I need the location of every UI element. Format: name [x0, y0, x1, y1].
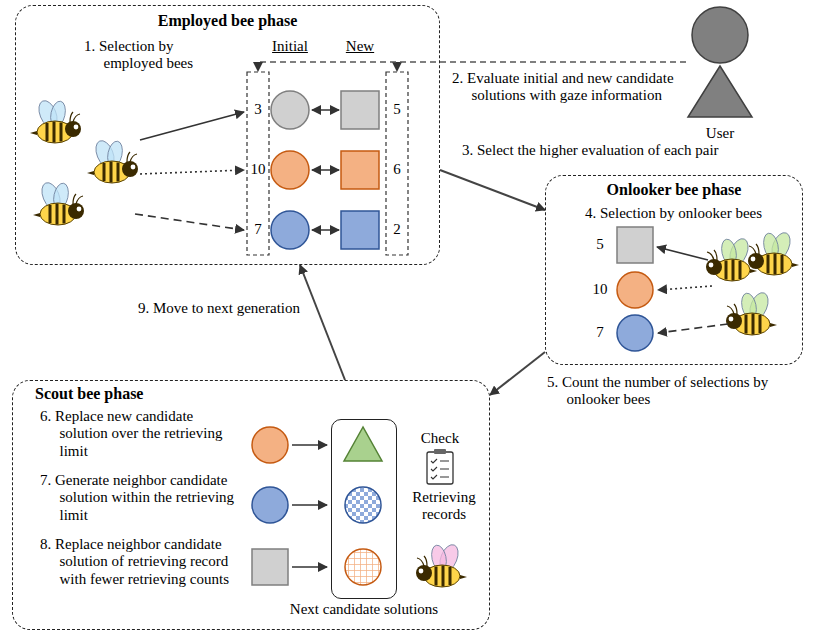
column-header: Initial — [272, 38, 308, 55]
onlooker-bees — [706, 230, 799, 335]
candidate-group: Next candidate solutions — [331, 419, 397, 599]
flow-arrow — [300, 265, 345, 380]
phase-title: Employed bee phase — [158, 12, 298, 30]
evaluation-score: 6 — [393, 161, 401, 178]
icon-label: Retrieving records — [404, 489, 484, 524]
selection-arrows — [135, 112, 244, 230]
node-label: Next candidate solutions — [290, 601, 438, 618]
step-label: 8. Replace neighbor candidate solution o… — [40, 536, 242, 588]
gaze-branch — [396, 62, 397, 71]
pair-arrows — [312, 110, 339, 230]
user-figure: User — [686, 4, 754, 142]
new-solutions — [341, 91, 379, 249]
checklist-icon — [427, 449, 453, 484]
user-icon — [686, 4, 754, 120]
selection-count: 5 — [596, 236, 604, 253]
initial-solutions — [271, 91, 309, 249]
scout-bee — [416, 542, 467, 587]
evaluation-score: 5 — [393, 101, 401, 118]
scout-arrows — [292, 445, 327, 567]
step-label: 7. Generate neighbor candidate solution … — [40, 472, 242, 524]
selection-count: 10 — [593, 281, 608, 298]
selection-count: 7 — [596, 324, 604, 341]
evaluation-score: 7 — [254, 221, 262, 238]
step-label: 1. Selection by employed bees — [84, 38, 236, 73]
evaluation-score: 2 — [393, 221, 401, 238]
edge-label: 5. Count the number of selections by onl… — [547, 374, 805, 409]
flow-arrow — [490, 352, 545, 395]
icon-label: Check — [421, 430, 459, 447]
step-label: 6. Replace new candidate solution over t… — [40, 408, 242, 460]
column-header: New — [346, 38, 374, 55]
phase-title: Scout bee phase — [35, 385, 143, 403]
edge-label: 3. Select the higher evaluation of each … — [462, 142, 719, 159]
scout-inputs — [252, 427, 288, 585]
flow-arrow — [258, 62, 686, 71]
evaluation-score: 10 — [251, 161, 266, 178]
edge-label: 9. Move to next generation — [138, 300, 300, 317]
score-column — [386, 72, 408, 255]
node-label: User — [706, 125, 734, 142]
phase-region: Employed bee phase — [15, 5, 440, 265]
employed-bees — [30, 98, 138, 225]
phase-region: Onlooker bee phase — [545, 175, 803, 365]
next-solutions — [344, 427, 382, 585]
edge-label: 2. Evaluate initial and new candidate so… — [452, 70, 692, 105]
onlooker-solutions — [617, 227, 653, 351]
onlooker-arrows — [657, 247, 728, 333]
step-label: 4. Selection by onlooker bees — [585, 205, 762, 222]
evaluation-score: 3 — [254, 101, 262, 118]
flow-arrow — [440, 170, 545, 210]
phase-title: Onlooker bee phase — [607, 181, 742, 199]
score-column — [247, 72, 269, 255]
